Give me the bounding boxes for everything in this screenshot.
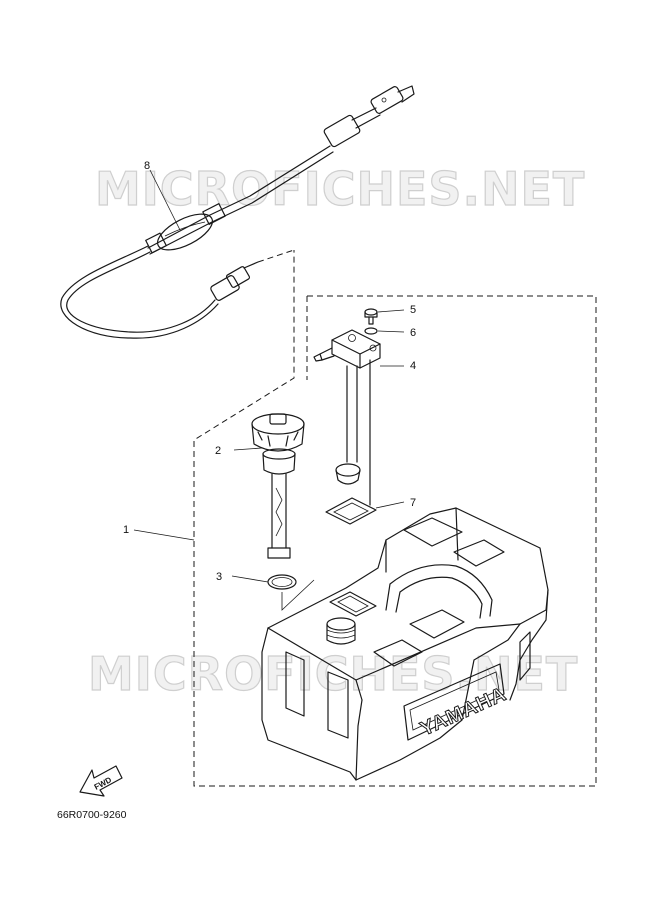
callout-2: 2: [215, 445, 221, 457]
part-code: 66R0700-9260: [57, 809, 127, 821]
callout-1: 1: [123, 524, 129, 536]
leader-2: [233, 447, 263, 451]
leader-6: [377, 330, 405, 333]
tank-connector: [210, 249, 295, 301]
callout-7: 7: [410, 497, 416, 509]
fwd-arrow-icon: FWD: [79, 765, 123, 797]
gasket: [325, 497, 377, 525]
screw: [364, 308, 378, 325]
callout-8: 8: [144, 160, 150, 172]
callout-4: 4: [410, 360, 416, 372]
fuel-tank: YAMAHA: [261, 507, 549, 781]
watermark-top: MICROFICHES.NET: [95, 162, 585, 216]
callout-3: 3: [216, 571, 222, 583]
assembly-boundary: [193, 250, 597, 787]
engine-connector: [323, 85, 415, 148]
fuel-pickup-assembly: [313, 308, 381, 506]
watermark-top-outline: MICROFICHES.NET: [95, 162, 585, 216]
washer: [364, 327, 378, 335]
leader-1: [133, 529, 195, 541]
callout-6: 6: [410, 327, 416, 339]
leader-3: [231, 575, 269, 583]
fuel-hose-assembly: [60, 85, 415, 339]
callout-5: 5: [410, 304, 416, 316]
fuel-cap-assembly: [251, 413, 305, 559]
leader-5: [377, 309, 405, 313]
leader-7: [375, 501, 405, 509]
primer-bulb: [157, 213, 213, 251]
leader-8: [149, 169, 181, 231]
